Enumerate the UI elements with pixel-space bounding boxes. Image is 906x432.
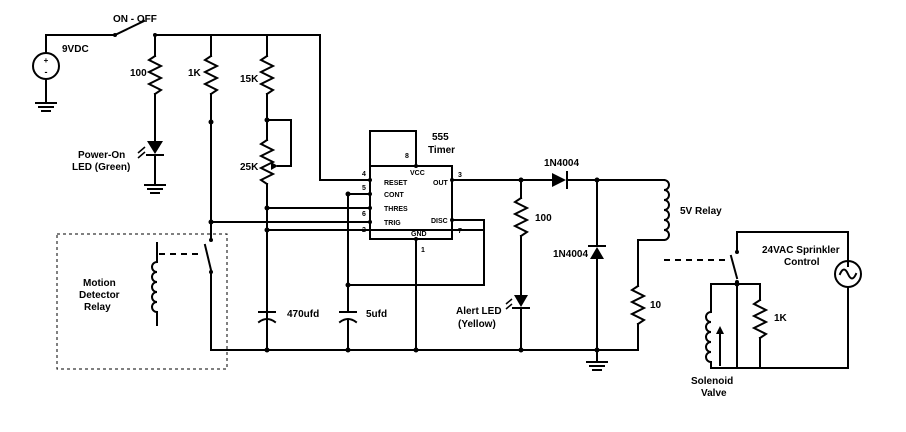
timer-555-body: [369, 165, 453, 240]
diode-1n4004-flyback: [588, 179, 606, 351]
switch-label: ON - OFF: [113, 14, 157, 25]
pin-num-5: 5: [362, 185, 366, 192]
cap-470-label: 470ufd: [287, 309, 319, 320]
top-rail: [154, 34, 371, 181]
pot-25k-label: 25K: [240, 162, 259, 173]
motion-label-2: Detector: [79, 290, 120, 301]
pin-num-1: 1: [421, 247, 425, 254]
cap-5-label: 5ufd: [366, 309, 387, 320]
pin-num-4: 4: [362, 171, 366, 178]
ground-symbol: [586, 349, 608, 371]
power-led-label-1: Power-On: [78, 150, 125, 161]
alert-led-label-1: Alert LED: [456, 306, 502, 317]
svg-text:-: -: [45, 67, 48, 77]
ac-source: [834, 260, 862, 369]
resistor-15k: [258, 34, 292, 167]
timer-title-1: 555: [432, 132, 449, 143]
power-led-label-2: LED (Green): [72, 162, 130, 173]
resistor-100-alert: [512, 179, 530, 295]
relay-5v-contact: [729, 231, 849, 369]
relay-5v-label: 5V Relay: [680, 206, 722, 217]
resistor-1k-valve: [751, 283, 769, 369]
battery-label: 9VDC: [62, 44, 89, 55]
motion-relay-contact: [203, 238, 213, 351]
resistor-100-alert-label: 100: [535, 213, 552, 224]
valve-label-1: Solenoid: [691, 376, 733, 387]
motion-label-3: Relay: [84, 302, 111, 313]
diode-flyback-label: 1N4004: [553, 249, 588, 260]
relay-5v-coil: [637, 178, 670, 287]
diode-1n4004-series: [552, 171, 568, 189]
resistor-10: [629, 284, 647, 351]
resistor-1k-label: 1K: [188, 68, 202, 79]
valve-label-2: Valve: [701, 388, 727, 399]
cap-5ufd: [338, 311, 358, 351]
resistor-15k-label: 15K: [240, 74, 259, 85]
pin-trig: TRIG: [384, 220, 401, 227]
pin-gnd: GND: [411, 231, 427, 238]
pin-num-8: 8: [405, 153, 409, 160]
pin-disc: DISC: [431, 218, 448, 225]
pin-num-6: 6: [362, 211, 366, 218]
potentiometer-25k: [258, 138, 278, 351]
motion-relay-coil: [151, 242, 159, 326]
pin-thres: THRES: [384, 206, 408, 213]
timer-title-2: Timer: [428, 145, 455, 156]
alert-led: [505, 295, 530, 351]
alert-led-label-2: (Yellow): [458, 319, 496, 330]
motion-relay-box: [56, 233, 228, 370]
motion-label-1: Motion: [83, 278, 116, 289]
resistor-1k: [202, 34, 220, 239]
pin-num-7: 7: [458, 228, 462, 235]
pin-num-3: 3: [458, 172, 462, 179]
pin-reset: RESET: [384, 180, 408, 187]
pin-cont: CONT: [384, 192, 405, 199]
pin-out: OUT: [433, 180, 449, 187]
sprinkler-label-2: Control: [784, 257, 820, 268]
resistor-100-power: [146, 34, 164, 141]
resistor-10-label: 10: [650, 300, 662, 311]
cap-470ufd: [257, 311, 277, 324]
resistor-1k-valve-label: 1K: [774, 313, 788, 324]
power-on-led: [137, 141, 166, 194]
battery-9vdc: + -: [32, 34, 60, 112]
sprinkler-label-1: 24VAC Sprinkler: [762, 245, 840, 256]
diode-series-label: 1N4004: [544, 158, 579, 169]
svg-text:+: +: [44, 56, 49, 65]
pin-vcc: VCC: [410, 170, 425, 177]
pin-num-2: 2: [362, 227, 366, 234]
solenoid-valve-coil: [705, 310, 724, 369]
resistor-100-power-label: 100: [130, 68, 147, 79]
